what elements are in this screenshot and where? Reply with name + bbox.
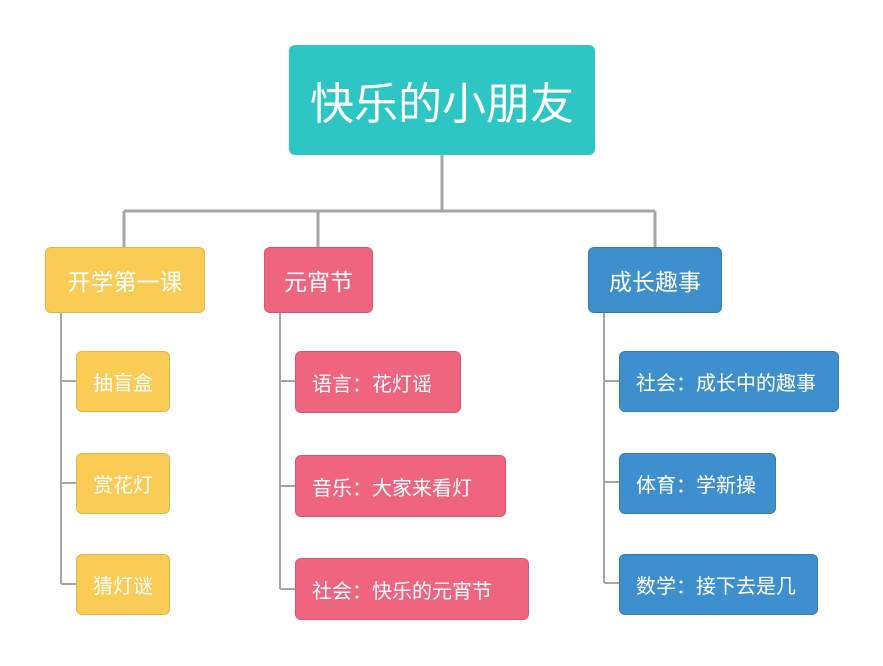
leaf-label: 语言：花灯谣	[312, 371, 432, 396]
leaf-node: 音乐：大家来看灯	[295, 455, 506, 517]
leaf-label: 社会：成长中的趣事	[636, 371, 816, 395]
leaf-label: 数学：接下去是几	[636, 574, 796, 598]
branch-node-1: 开学第一课	[45, 247, 205, 313]
branch-title: 元宵节	[284, 270, 353, 296]
leaf-node: 社会：快乐的元宵节	[295, 558, 529, 620]
root-title: 快乐的小朋友	[310, 79, 574, 130]
branch-node-2: 元宵节	[264, 247, 373, 313]
leaf-node: 抽盲盒	[76, 351, 170, 412]
leaf-label: 社会：快乐的元宵节	[312, 578, 492, 603]
leaf-node: 猜灯谜	[76, 554, 170, 615]
leaf-node: 数学：接下去是几	[619, 554, 818, 615]
leaf-node: 体育：学新操	[619, 453, 776, 514]
branch-title: 开学第一课	[67, 270, 183, 296]
branch-node-3: 成长趣事	[588, 247, 722, 313]
leaf-label: 赏花灯	[93, 473, 153, 497]
leaf-label: 猜灯谜	[93, 574, 153, 598]
leaf-node: 社会：成长中的趣事	[619, 351, 839, 412]
root-node: 快乐的小朋友	[289, 45, 595, 155]
branch-title: 成长趣事	[609, 270, 701, 296]
leaf-label: 抽盲盒	[93, 371, 153, 395]
leaf-node: 语言：花灯谣	[295, 351, 461, 413]
leaf-node: 赏花灯	[76, 453, 170, 514]
leaf-label: 体育：学新操	[636, 473, 756, 497]
leaf-label: 音乐：大家来看灯	[312, 475, 472, 500]
